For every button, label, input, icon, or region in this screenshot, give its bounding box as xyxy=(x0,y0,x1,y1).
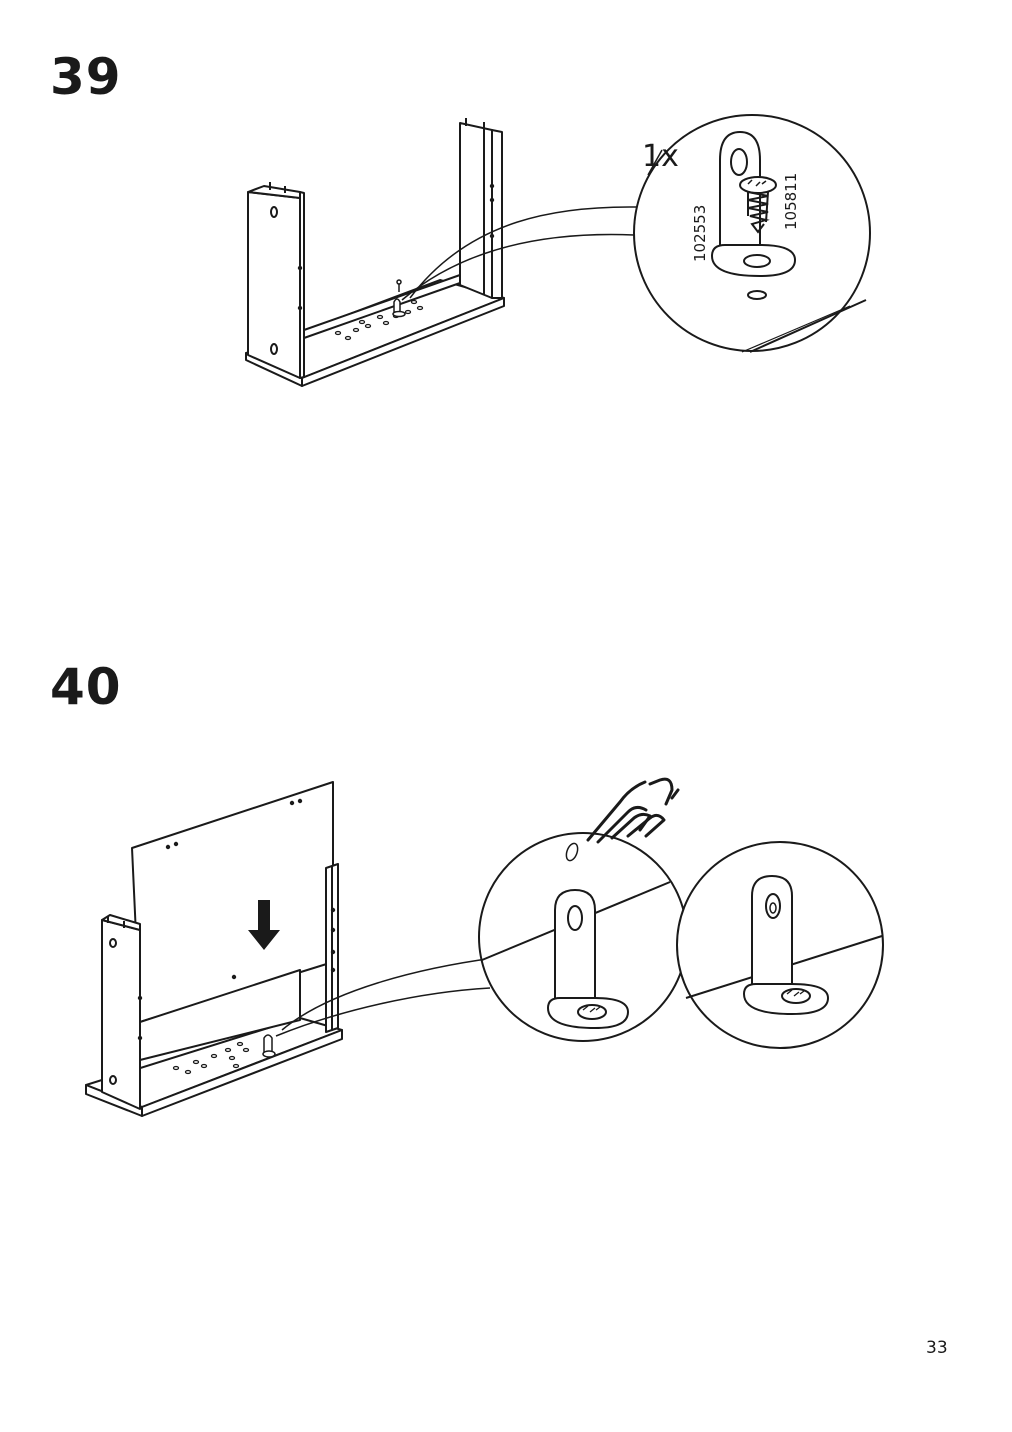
left-side-panel xyxy=(247,182,305,379)
bracket-small xyxy=(262,1034,276,1058)
bracket-icon xyxy=(742,874,830,1016)
down-arrow-icon xyxy=(248,900,280,950)
bracket-part-number: 102553 xyxy=(691,205,709,262)
screw-part-number: 105811 xyxy=(782,173,800,230)
step-40-number: 40 xyxy=(50,658,122,716)
step-39-illustration: 1x 102553 105811 xyxy=(245,114,871,387)
pressing-hand-icon xyxy=(586,777,680,844)
detail-circle-result xyxy=(676,841,884,1049)
right-side-panel xyxy=(459,118,503,299)
bracket-icon xyxy=(546,888,630,1030)
bracket-icon xyxy=(710,130,797,300)
base-holes xyxy=(172,1041,250,1075)
left-side-panel xyxy=(101,914,143,1110)
right-side-panel xyxy=(325,863,339,1033)
detail-circle: 1x 102553 105811 xyxy=(633,114,871,353)
step-40-illustration xyxy=(85,777,884,1117)
back-panel xyxy=(131,781,334,1061)
bracket-small xyxy=(392,279,406,318)
quantity-label: 1x xyxy=(642,139,679,174)
screw-icon xyxy=(739,176,777,234)
step-39-number: 39 xyxy=(50,48,122,106)
zoom-connector xyxy=(409,206,638,299)
zoom-connector xyxy=(281,957,495,1031)
detail-circle-press xyxy=(478,832,688,1042)
page-number: 33 xyxy=(926,1338,948,1358)
